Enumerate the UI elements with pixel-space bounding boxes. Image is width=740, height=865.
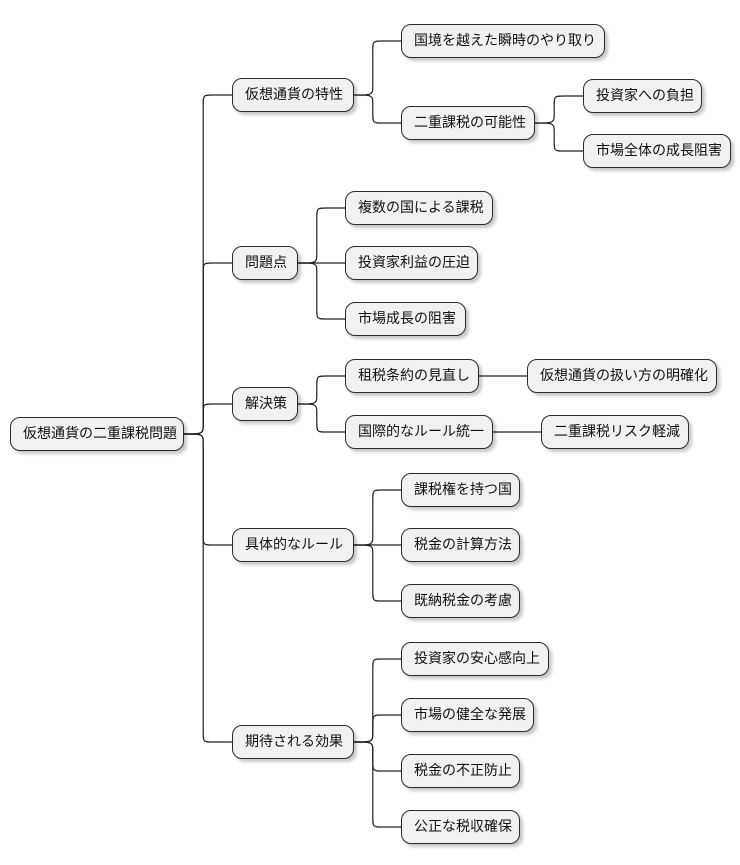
- leaf-node: 投資家利益の圧迫: [345, 246, 478, 280]
- connector-line: [183, 433, 232, 743]
- leaf-node: 公正な税収確保: [401, 810, 520, 844]
- connector-line: [297, 262, 345, 320]
- leaf-node: 投資家への負担: [583, 79, 702, 113]
- connector-line: [353, 741, 401, 828]
- branch-node: 具体的なルール: [232, 528, 354, 562]
- leaf-node: 投資家の安心感向上: [401, 642, 549, 676]
- branch-node: 期待される効果: [232, 725, 354, 759]
- root-node: 仮想通貨の二重課税問題: [10, 417, 184, 451]
- connector-line: [183, 94, 232, 435]
- leaf-node: 課税権を持つ国: [401, 473, 520, 507]
- leaf-node: 市場の健全な発展: [401, 698, 534, 732]
- leaf-node: 市場全体の成長阻害: [583, 134, 731, 168]
- leaf-node: 税金の計算方法: [401, 528, 520, 562]
- sub-branch-node: 国際的なルール統一: [345, 415, 493, 449]
- connector-line: [353, 741, 401, 772]
- sub-branch-node: 租税条約の見直し: [345, 359, 479, 393]
- connector-line: [534, 95, 583, 124]
- connector-line: [353, 40, 401, 96]
- branch-node: 解決策: [232, 387, 298, 421]
- branch-node: 問題点: [232, 246, 298, 280]
- leaf-node: 税金の不正防止: [401, 754, 520, 788]
- leaf-node: 二重課税リスク軽減: [541, 415, 689, 449]
- connector-line: [297, 207, 345, 264]
- leaf-node: 複数の国による課税: [345, 191, 493, 225]
- leaf-node: 既納税金の考慮: [401, 584, 520, 618]
- leaf-node: 市場成長の阻害: [345, 302, 466, 336]
- connector-line: [353, 489, 401, 546]
- connector-line: [297, 375, 345, 405]
- connector-line: [353, 544, 401, 602]
- connector-line: [534, 122, 583, 152]
- connector-line: [297, 403, 345, 433]
- branch-node: 仮想通貨の特性: [232, 78, 354, 112]
- sub-branch-node: 二重課税の可能性: [401, 106, 535, 140]
- leaf-node: 仮想通貨の扱い方の明確化: [527, 359, 717, 393]
- leaf-node: 国境を越えた瞬時のやり取り: [401, 24, 605, 58]
- connector-line: [183, 403, 232, 435]
- connector-line: [353, 658, 401, 743]
- connector-line: [353, 714, 401, 743]
- connector-line: [353, 94, 401, 124]
- connector-line: [183, 433, 232, 546]
- connector-line: [183, 262, 232, 435]
